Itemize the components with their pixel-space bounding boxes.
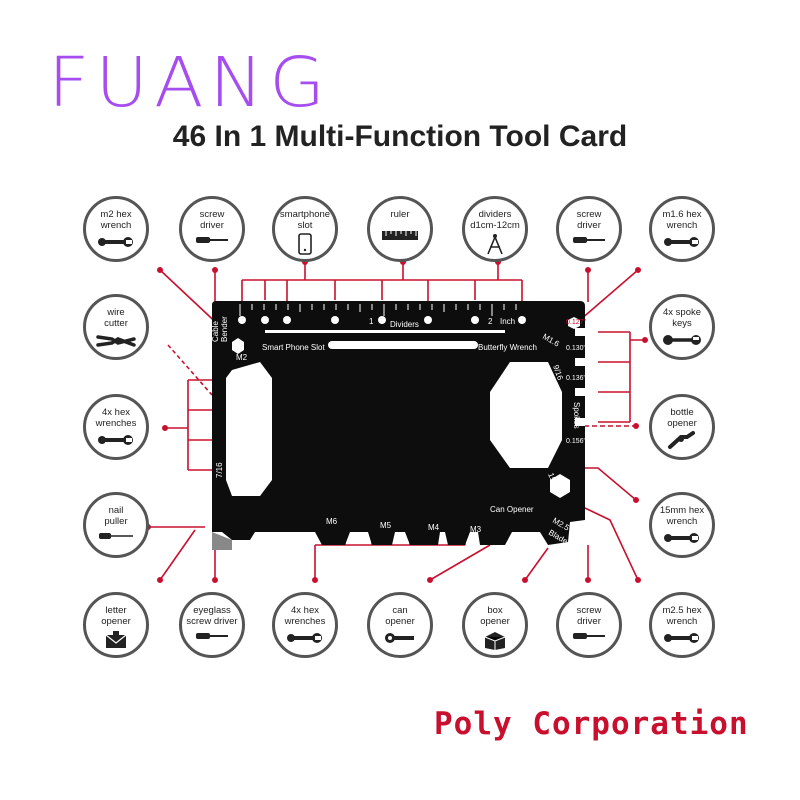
ruler-ticks bbox=[239, 304, 517, 316]
feature-m2-hex-wrench: m2 hex wrench bbox=[83, 196, 149, 262]
card-label-smart-phone-slot: Smart Phone Slot bbox=[262, 343, 325, 352]
feature-label: screw driver bbox=[576, 209, 602, 231]
wrench-icon bbox=[287, 633, 322, 643]
feature-nail-puller: nail puller bbox=[83, 492, 149, 558]
card-label-cable-bender: CableBender bbox=[211, 316, 229, 342]
feature-label: screw driver bbox=[576, 605, 602, 627]
tool-card: CableBender M2 Smart Phone Slot Butterfl… bbox=[211, 301, 587, 550]
feature-label: letter opener bbox=[101, 605, 131, 627]
feature-m25-hex-wrench: m2.5 hex wrench bbox=[649, 592, 715, 658]
feature-label: eyeglass screw driver bbox=[186, 605, 238, 627]
feature-letter-opener: letter opener bbox=[83, 592, 149, 658]
feature-wire-cutter: wire cutter bbox=[83, 294, 149, 360]
screwdriver-icon bbox=[196, 237, 228, 243]
feature-hex-wrenches-left: 4x hex wrenches bbox=[83, 394, 149, 460]
card-label-ruler-1: 1 bbox=[369, 317, 374, 326]
box-icon bbox=[484, 632, 506, 650]
feature-label: m2 hex wrench bbox=[100, 209, 132, 231]
card-label-hex-5-16: 5/16 bbox=[231, 376, 240, 392]
card-label-can-opener: Can Opener bbox=[490, 505, 534, 514]
card-label-m5: M5 bbox=[380, 521, 392, 530]
feature-smartphone-slot: smartphone slot bbox=[272, 196, 338, 262]
card-label-m3: M3 bbox=[470, 525, 482, 534]
pliers-icon bbox=[96, 335, 136, 347]
feature-label: 15mm hex wrench bbox=[659, 505, 705, 527]
left-hex-cutout bbox=[226, 362, 272, 496]
feature-label: bottle opener bbox=[667, 407, 697, 429]
feature-label: 4x spoke keys bbox=[662, 307, 702, 329]
envelope-icon bbox=[105, 631, 127, 648]
nail-puller-icon bbox=[99, 533, 133, 539]
screwdriver-icon bbox=[196, 633, 228, 639]
feature-bottle-opener: bottle opener bbox=[649, 394, 715, 460]
feature-label: nail puller bbox=[104, 505, 128, 527]
card-label-spoke-0156: 0.156" bbox=[566, 438, 587, 445]
feature-15mm-hex-wrench: 15mm hex wrench bbox=[649, 492, 715, 558]
feature-label: screw driver bbox=[199, 209, 225, 231]
card-label-spoke-0130: 0.130" bbox=[566, 345, 587, 352]
feature-eyeglass-screw-driver: eyeglass screw driver bbox=[179, 592, 245, 658]
card-label-m4: M4 bbox=[428, 523, 440, 532]
feature-label: dividers d1cm-12cm bbox=[470, 209, 520, 231]
feature-screw-driver-bottom: screw driver bbox=[556, 592, 622, 658]
feature-screw-driver-top-right: screw driver bbox=[556, 196, 622, 262]
card-outline bbox=[212, 301, 585, 545]
card-label-dividers: Dividers bbox=[390, 320, 419, 329]
feature-label: m1.6 hex wrench bbox=[662, 209, 702, 231]
feature-label: ruler bbox=[390, 209, 410, 220]
feature-dividers: dividers d1cm-12cm bbox=[462, 196, 528, 262]
feature-box-opener: box opener bbox=[462, 592, 528, 658]
compass-icon bbox=[487, 234, 503, 255]
wrench-icon bbox=[98, 435, 133, 445]
feature-label: smartphone slot bbox=[279, 209, 331, 231]
wrench-icon bbox=[664, 533, 699, 543]
wrench-icon bbox=[98, 237, 133, 247]
can-opener-icon bbox=[385, 633, 414, 643]
card-label-spokes: Spokes bbox=[572, 402, 581, 429]
feature-label: wire cutter bbox=[104, 307, 128, 329]
feature-ruler: ruler bbox=[367, 196, 433, 262]
feature-screw-driver-top-left: screw driver bbox=[179, 196, 245, 262]
card-label-butterfly-wrench: Butterfly Wrench bbox=[478, 343, 537, 352]
card-label-ruler-2: 2 bbox=[488, 317, 493, 326]
ruler-icon bbox=[382, 231, 418, 240]
divider-holes bbox=[238, 316, 526, 324]
page-title: 46 In 1 Multi-Function Tool Card bbox=[172, 120, 628, 153]
card-label-hex-11-32: 11/32 bbox=[227, 400, 236, 420]
spoke-notches bbox=[575, 328, 585, 426]
feature-m16-hex-wrench: m1.6 hex wrench bbox=[649, 196, 715, 262]
feature-label: can opener bbox=[385, 605, 415, 627]
feature-label: 4x hex wrenches bbox=[284, 605, 326, 627]
brand-logo: FUANG bbox=[48, 42, 332, 122]
card-label-spoke-0127: 0.127" bbox=[566, 319, 587, 326]
company-name: Poly Corporation bbox=[434, 706, 749, 742]
feature-can-opener: can opener bbox=[367, 592, 433, 658]
card-label-spoke-0136: 0.136" bbox=[566, 375, 587, 382]
card-label-m2: M2 bbox=[236, 353, 248, 362]
feature-spoke-keys: 4x spoke keys bbox=[649, 294, 715, 360]
feature-label: 4x hex wrenches bbox=[95, 407, 137, 429]
right-hex-cutout bbox=[490, 362, 562, 468]
smart-phone-slot-cutout bbox=[328, 341, 478, 349]
wrench-icon bbox=[664, 633, 699, 643]
card-label-hex-7-16: 7/16 bbox=[215, 462, 224, 478]
card-label-inch: Inch bbox=[500, 317, 515, 326]
screwdriver-icon bbox=[573, 237, 605, 243]
wrench-icon bbox=[664, 237, 699, 247]
feature-label: m2.5 hex wrench bbox=[662, 605, 702, 627]
bottle-icon bbox=[668, 431, 695, 449]
screwdriver-icon bbox=[573, 633, 605, 639]
feature-label: box opener bbox=[480, 605, 510, 627]
phone-icon bbox=[298, 233, 312, 255]
card-label-hex-3-8: 3/8 bbox=[225, 430, 234, 442]
card-label-m6: M6 bbox=[326, 517, 338, 526]
spoke-key-icon bbox=[663, 335, 701, 345]
feature-hex-wrenches-bottom: 4x hex wrenches bbox=[272, 592, 338, 658]
